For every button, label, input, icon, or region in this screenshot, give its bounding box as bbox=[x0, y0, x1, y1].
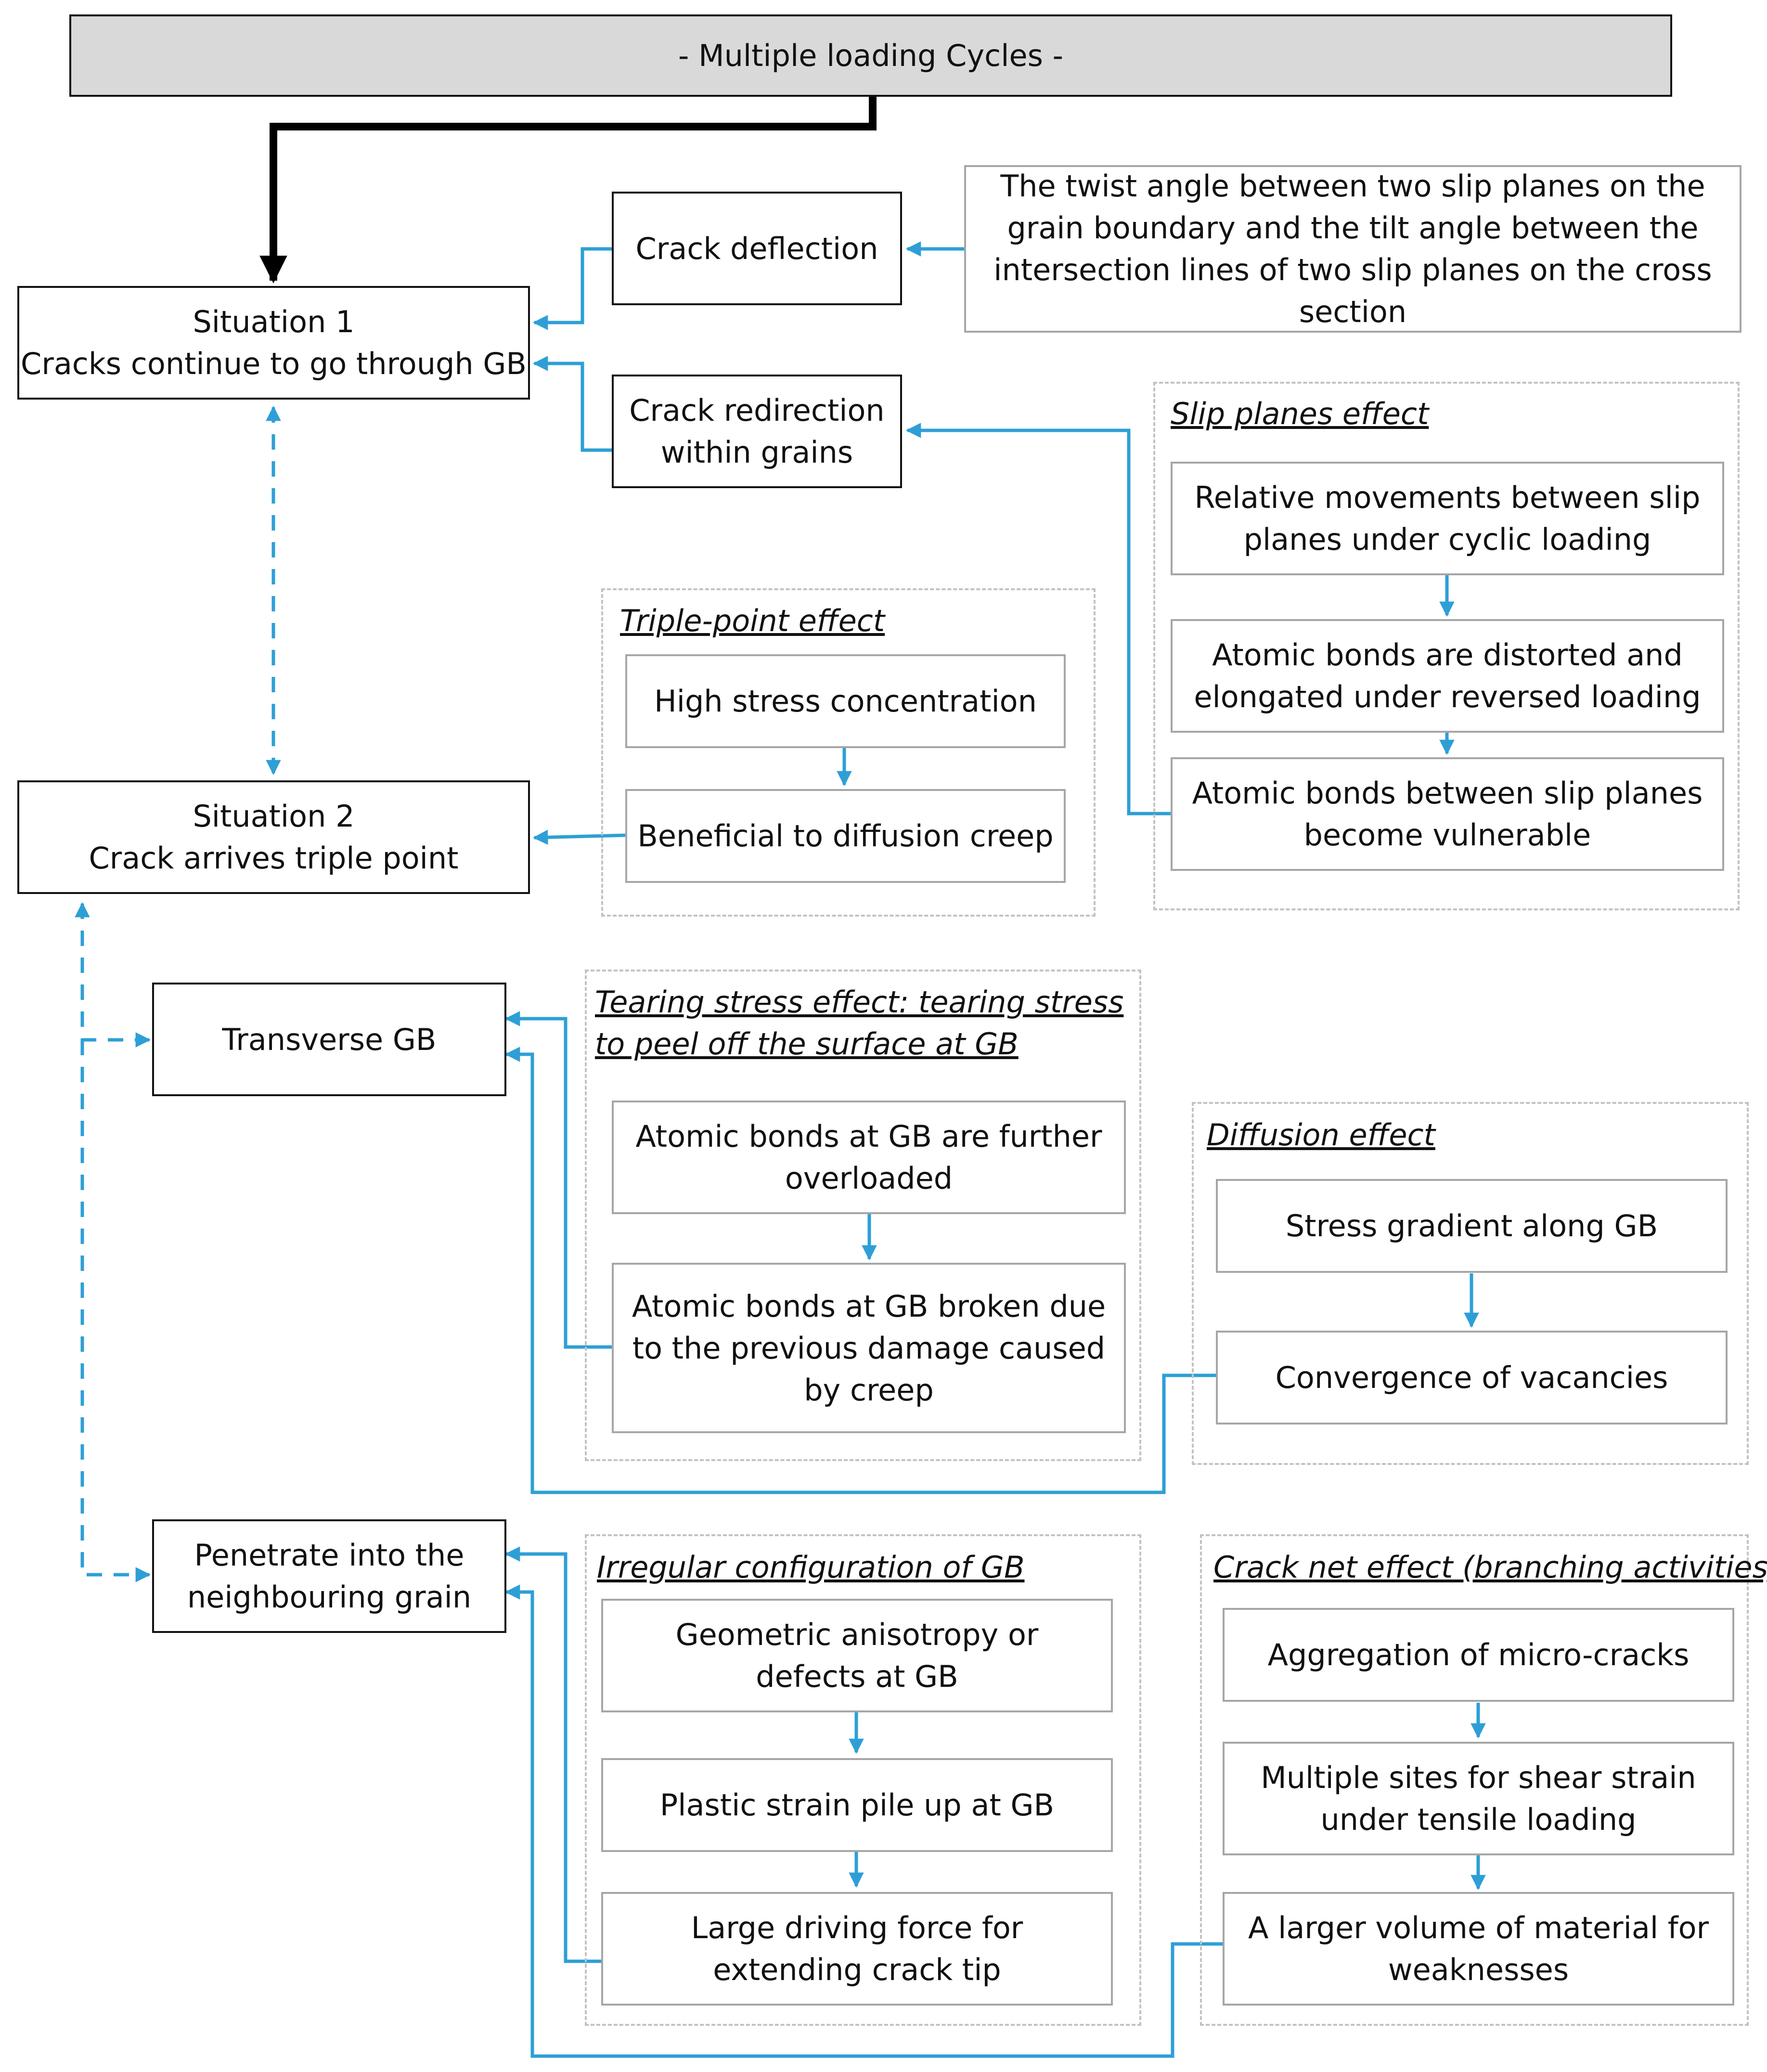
crack-net-step-2-label: Multiple sites for shear strain under te… bbox=[1261, 1760, 1696, 1837]
triple-step-1: High stress concentration bbox=[625, 654, 1066, 748]
irregular-step-2-label: Plastic strain pile up at GB bbox=[659, 1787, 1055, 1823]
slip-step-3-label: Atomic bonds between slip planes become … bbox=[1192, 776, 1703, 853]
irregular-step-3-label: Large driving force for extending crack … bbox=[691, 1910, 1023, 1987]
deflection-to-situation1-arrow bbox=[532, 247, 612, 330]
slip-step-2: Atomic bonds are distorted and elongated… bbox=[1171, 619, 1724, 733]
irregular-step-1: Geometric anisotropy or defects at GB bbox=[601, 1599, 1113, 1712]
slip-planes-group bbox=[1153, 382, 1740, 910]
tearing-step-1-label: Atomic bonds at GB are further overloade… bbox=[635, 1119, 1102, 1196]
tearing-step-2: Atomic bonds at GB broken due to the pre… bbox=[612, 1263, 1126, 1433]
triple-to-situation2-arrow bbox=[532, 829, 626, 845]
transverse-gb-box: Transverse GB bbox=[152, 983, 506, 1096]
diffusion-step-2-label: Convergence of vacancies bbox=[1275, 1360, 1668, 1395]
triple-point-title: Triple-point effect bbox=[620, 603, 885, 638]
penetrate-label: Penetrate into the neighbouring grain bbox=[187, 1538, 472, 1615]
crack-deflection-label: Crack deflection bbox=[635, 231, 878, 266]
slip-step-2-label: Atomic bonds are distorted and elongated… bbox=[1194, 637, 1701, 714]
irregular-step-1-label: Geometric anisotropy or defects at GB bbox=[675, 1617, 1039, 1694]
triple-step-2-label: Beneficial to diffusion creep bbox=[637, 818, 1054, 854]
diffusion-step-1-label: Stress gradient along GB bbox=[1285, 1208, 1658, 1243]
tearing-step-1: Atomic bonds at GB are further overloade… bbox=[612, 1101, 1126, 1214]
twist-angle-label: The twist angle between two slip planes … bbox=[993, 168, 1712, 329]
transverse-gb-label: Transverse GB bbox=[222, 1022, 437, 1057]
cracknet-to-penetrate-arrow bbox=[504, 1584, 1223, 2058]
crack-net-step-1-label: Aggregation of micro-cracks bbox=[1267, 1637, 1690, 1672]
slip-step-1: Relative movements between slip planes u… bbox=[1171, 462, 1724, 575]
diffusion-group bbox=[1192, 1102, 1749, 1465]
irregular-step-3: Large driving force for extending crack … bbox=[601, 1892, 1113, 2006]
diffusion-to-transverse-arrow bbox=[504, 1047, 1216, 1494]
crack-net-step-3-label: A larger volume of material for weakness… bbox=[1248, 1910, 1709, 1987]
diffusion-step-1: Stress gradient along GB bbox=[1216, 1179, 1728, 1273]
cycles-to-situation1-arrow bbox=[259, 96, 877, 284]
slip-step-1-label: Relative movements between slip planes u… bbox=[1194, 480, 1701, 557]
irregular-step-2: Plastic strain pile up at GB bbox=[601, 1758, 1113, 1852]
twist-angle-box: The twist angle between two slip planes … bbox=[964, 165, 1741, 333]
tearing-stress-group bbox=[585, 970, 1141, 1461]
situation1-box: Situation 1 Cracks continue to go throug… bbox=[17, 286, 530, 400]
tearing-to-transverse-arrow bbox=[504, 1011, 612, 1349]
situation2-subtitle: Crack arrives triple point bbox=[89, 841, 459, 876]
crack-net-title: Crack net effect (branching activities) bbox=[1213, 1550, 1767, 1585]
situation2-box: Situation 2 Crack arrives triple point bbox=[17, 780, 530, 894]
diffusion-title: Diffusion effect bbox=[1207, 1117, 1435, 1153]
tearing-step-2-label: Atomic bonds at GB broken due to the pre… bbox=[632, 1288, 1106, 1408]
triple-step-2: Beneficial to diffusion creep bbox=[625, 789, 1066, 883]
multiple-loading-cycles-header: - Multiple loading Cycles - bbox=[69, 14, 1672, 97]
crack-net-group bbox=[1200, 1534, 1749, 2026]
situation2-to-penetrate-arrow bbox=[80, 1040, 151, 1582]
header-label: - Multiple loading Cycles - bbox=[678, 38, 1063, 73]
slip-to-redirection-arrow bbox=[905, 423, 1171, 816]
crack-net-step-1: Aggregation of micro-cracks bbox=[1223, 1608, 1734, 1702]
situation1-subtitle: Cracks continue to go through GB bbox=[21, 346, 527, 381]
situation2-title: Situation 2 bbox=[193, 799, 355, 834]
irregular-to-penetrate-arrow bbox=[504, 1546, 601, 1963]
diffusion-step-2: Convergence of vacancies bbox=[1216, 1331, 1728, 1424]
situation2-to-transverse-arrow bbox=[75, 902, 151, 1048]
tearing-stress-title: Tearing stress effect: tearing stress to… bbox=[595, 984, 1124, 1062]
situation1-title: Situation 1 bbox=[193, 304, 355, 339]
slip-step-3: Atomic bonds between slip planes become … bbox=[1171, 757, 1724, 871]
irregular-gb-group bbox=[585, 1534, 1141, 2026]
slip-planes-title: Slip planes effect bbox=[1171, 396, 1429, 431]
crack-net-step-2: Multiple sites for shear strain under te… bbox=[1223, 1742, 1734, 1855]
penetrate-box: Penetrate into the neighbouring grain bbox=[152, 1519, 506, 1633]
irregular-gb-title: Irregular configuration of GB bbox=[597, 1550, 1025, 1585]
redirection-to-situation1-arrow bbox=[532, 356, 612, 452]
triple-step-1-label: High stress concentration bbox=[654, 684, 1037, 719]
crack-redirection-box: Crack redirection within grains bbox=[612, 375, 902, 488]
crack-net-step-3: A larger volume of material for weakness… bbox=[1223, 1892, 1734, 2006]
crack-redirection-label: Crack redirection within grains bbox=[629, 393, 885, 470]
triple-point-group bbox=[601, 588, 1096, 917]
crack-deflection-box: Crack deflection bbox=[612, 192, 902, 305]
